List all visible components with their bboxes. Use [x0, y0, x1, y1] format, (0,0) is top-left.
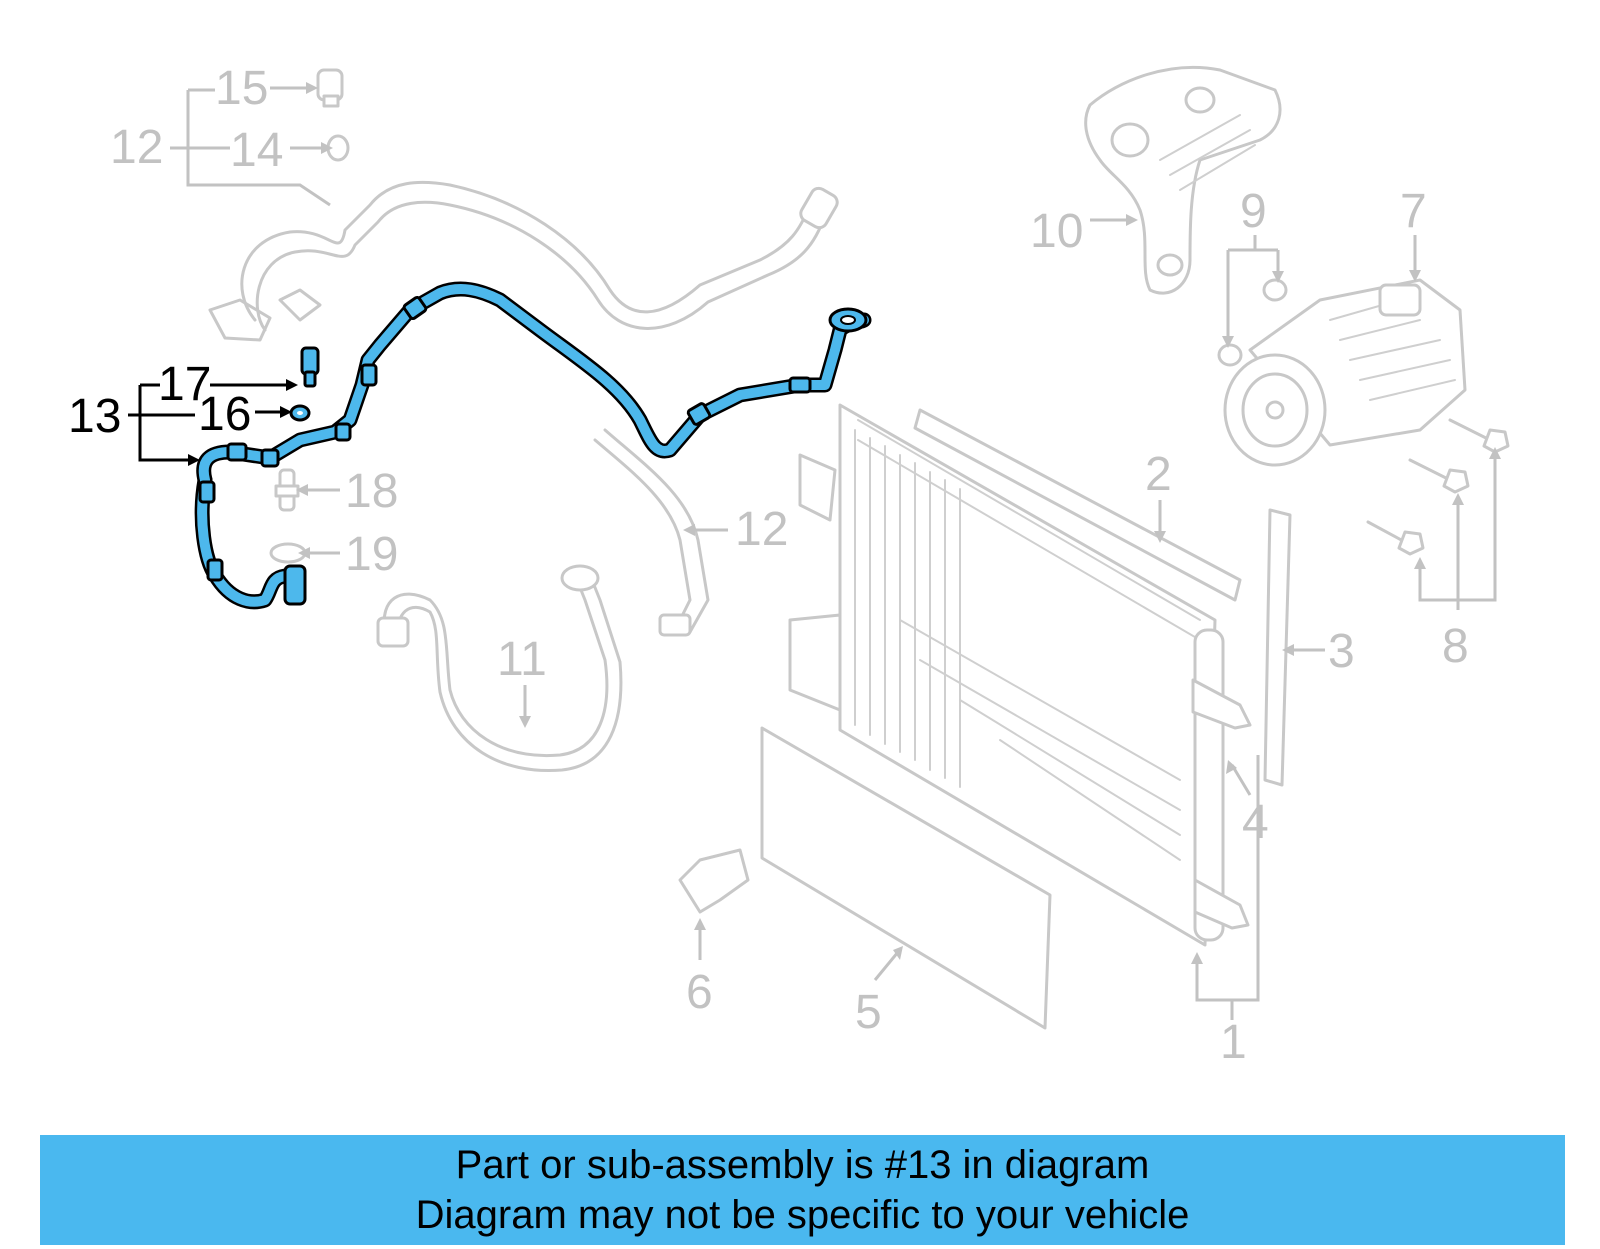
info-banner: Part or sub-assembly is #13 in diagram D…	[40, 1135, 1565, 1245]
highlighted-hose-13-icon[interactable]	[194, 281, 872, 610]
mount-bracket-icon	[1084, 65, 1282, 295]
banner-line-part: Part or sub-assembly is #13 in diagram	[455, 1143, 1150, 1187]
callout-10: 10	[1030, 205, 1083, 258]
bracket-6-icon	[678, 848, 750, 914]
callout-12-mid: 12	[735, 503, 788, 556]
callout-8: 8	[1442, 620, 1469, 673]
fitting-15-icon	[316, 68, 344, 108]
callout-14: 14	[230, 124, 283, 177]
callout-16: 16	[198, 388, 251, 441]
callout-2: 2	[1145, 448, 1172, 501]
hose-11-icon	[376, 564, 623, 773]
compressor-icon	[1223, 278, 1467, 467]
callout-4: 4	[1242, 796, 1269, 849]
o-ring-9-icon	[1217, 278, 1288, 367]
seal-strip-2-icon	[913, 408, 1242, 602]
callout-1: 1	[1220, 1016, 1247, 1069]
callout-15: 15	[215, 62, 268, 115]
condenser-icon	[788, 403, 1252, 947]
callout-18: 18	[345, 465, 398, 518]
callout-9: 9	[1240, 185, 1267, 238]
callout-17: 17	[158, 358, 211, 411]
callout-5: 5	[855, 986, 882, 1039]
shroud-5-icon	[760, 726, 1052, 1030]
bolt-8-icon	[1366, 418, 1510, 556]
callout-3: 3	[1328, 625, 1355, 678]
sensor-18-icon	[274, 468, 300, 512]
callout-13[interactable]: 13	[68, 390, 121, 443]
hose-12-mid-icon	[593, 428, 710, 637]
callout-6: 6	[686, 966, 713, 1019]
side-strip-3-icon	[1263, 508, 1292, 787]
callout-12-top: 12	[110, 121, 163, 174]
banner-line-disclaimer: Diagram may not be specific to your vehi…	[415, 1193, 1190, 1237]
leader-lines	[128, 82, 1501, 1020]
callout-labels: 15 12 14 10 9 7 2 18 12 19 3 8 11 4 6 5 …	[68, 62, 1469, 1069]
callout-19: 19	[345, 528, 398, 581]
callout-11: 11	[497, 633, 547, 686]
callout-7: 7	[1400, 185, 1427, 238]
upper-hose-12-icon	[208, 180, 839, 342]
